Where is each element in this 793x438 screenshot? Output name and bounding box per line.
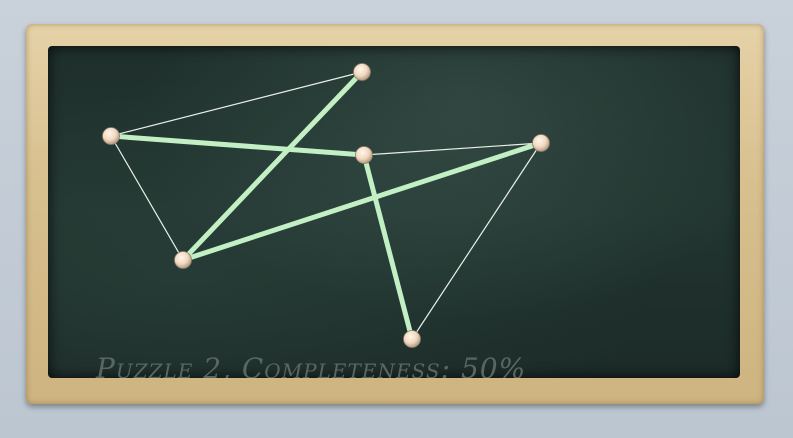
node-bottom[interactable]: [403, 330, 421, 348]
node-top[interactable]: [353, 63, 371, 81]
edge-n2-n3: [108, 133, 367, 158]
edge-n1-n5: [180, 69, 365, 263]
node-center[interactable]: [355, 146, 373, 164]
puzzle-status-text: Puzzle 2, Completeness: 50%: [96, 352, 527, 378]
node-left[interactable]: [102, 127, 120, 145]
edge-n5-n4: [180, 140, 544, 263]
nodes-layer: [102, 63, 550, 348]
edge-n3-n6: [361, 152, 415, 342]
node-right[interactable]: [532, 134, 550, 152]
edges-layer: [108, 69, 544, 342]
puzzle-graph: [102, 63, 550, 348]
edge-n4-n6: [411, 142, 542, 340]
edge-n2-n5: [110, 135, 184, 261]
chalkboard-frame: Puzzle 2, Completeness: 50%: [26, 24, 764, 404]
chalkboard: Puzzle 2, Completeness: 50%: [48, 46, 740, 378]
node-lower-left[interactable]: [174, 251, 192, 269]
edge-n3-n4: [363, 142, 542, 156]
edge-n2-n1: [110, 71, 363, 137]
